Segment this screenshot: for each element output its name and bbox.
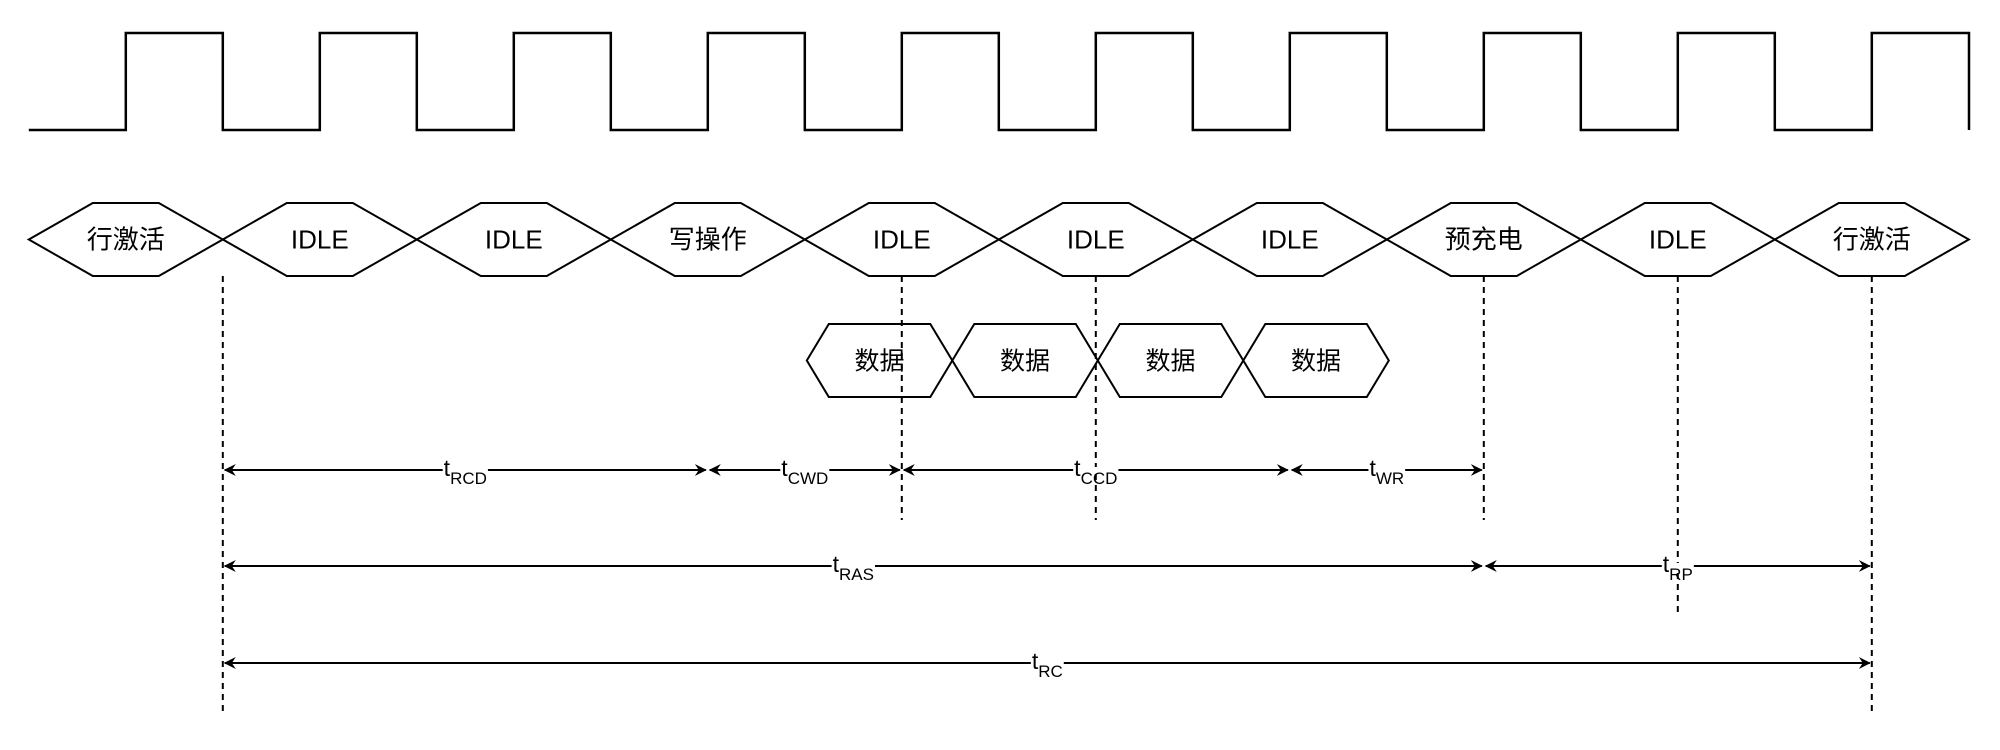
timing-label-sub: CWD — [788, 469, 829, 488]
timing-label-sub: RC — [1038, 662, 1063, 681]
data-label: 数据 — [855, 348, 905, 376]
timing-label: tRC — [1032, 648, 1063, 681]
timing-label: tCWD — [781, 455, 828, 488]
timing-label-main: t — [444, 455, 451, 481]
timing-label-main: t — [1032, 648, 1039, 674]
data-cell — [1242, 323, 1390, 398]
data-label: 数据 — [1000, 348, 1050, 376]
command-label: 行激活 — [87, 225, 165, 255]
timing-label-main: t — [833, 551, 840, 577]
timing-label-sub: CCD — [1081, 469, 1118, 488]
command-label: IDLE — [291, 225, 349, 255]
data-bus: 数据 数据 数据 数据 — [805, 323, 1390, 398]
timing-label: tRP — [1663, 551, 1693, 584]
data-label: 数据 — [1291, 348, 1341, 376]
command-label: IDLE — [1261, 225, 1319, 255]
timing-label-backing — [1661, 563, 1694, 569]
timing-label: tRAS — [833, 551, 874, 584]
command-label: 行激活 — [1833, 225, 1911, 255]
command-label: 预充电 — [1445, 225, 1523, 255]
command-label: 写操作 — [669, 225, 747, 255]
timing-label-sub: WR — [1376, 469, 1404, 488]
command-label: IDLE — [1649, 225, 1707, 255]
command-label: IDLE — [873, 225, 931, 255]
reference-lines — [221, 276, 1873, 712]
command-cell — [1772, 202, 1971, 277]
timing-label-backing — [442, 467, 488, 473]
timing-label-backing — [1030, 660, 1064, 666]
clock-waveform — [28, 31, 1971, 132]
command-label: IDLE — [485, 225, 543, 255]
timing-label-main: t — [1074, 455, 1081, 481]
timing-label-sub: RP — [1669, 565, 1693, 584]
timing-label: tWR — [1369, 455, 1404, 488]
timing-label-backing — [1368, 467, 1406, 473]
timing-label: tRCD — [444, 455, 487, 488]
timing-label: tCCD — [1074, 455, 1117, 488]
timing-label-main: t — [1369, 455, 1376, 481]
timing-label-main: t — [781, 455, 788, 481]
data-label: 数据 — [1146, 348, 1196, 376]
timing-label-backing — [831, 563, 875, 569]
timing-label-backing — [780, 467, 830, 473]
command-label: IDLE — [1067, 225, 1125, 255]
timing-label-backing — [1073, 467, 1119, 473]
timing-label-sub: RAS — [839, 565, 874, 584]
timing-label-sub: RCD — [450, 469, 487, 488]
command-bus: 行激活 IDLE IDLE 写操作 IDLE IDLE IDLE 预充电 IDLE 行激活 — [26, 202, 1971, 277]
timing-label-main: t — [1663, 551, 1670, 577]
